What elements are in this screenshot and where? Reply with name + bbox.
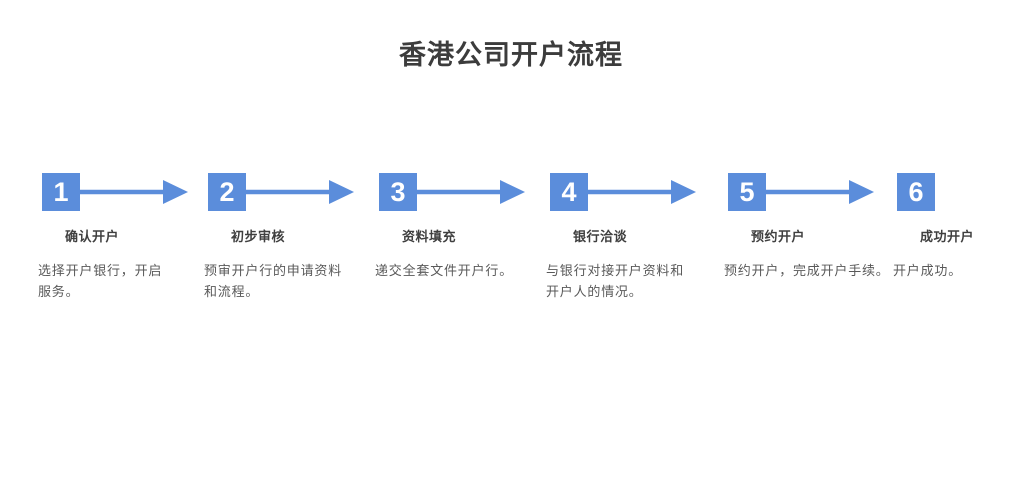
step-4-head: 4 — [546, 173, 716, 211]
step-6-description: 开户成功。 — [893, 263, 963, 278]
step-5-description: 预约开户，完成开户手续。 — [724, 263, 890, 278]
step-3: 3 资料填充 递交全套文件开户行。 — [375, 173, 545, 281]
arrow-right-icon — [417, 180, 525, 204]
step-6-title: 成功开户 — [919, 229, 974, 244]
step-5: 5 预约开户 预约开户，完成开户手续。 — [724, 173, 894, 281]
arrow-right-icon — [588, 180, 696, 204]
step-3-title: 资料填充 — [401, 229, 456, 244]
step-2-head: 2 — [204, 173, 374, 211]
arrow-right-icon — [766, 180, 874, 204]
arrow-right-icon — [246, 180, 354, 204]
step-4: 4 银行洽谈 与银行对接开户资料和 开户人的情况。 — [546, 173, 716, 302]
step-6: 6 成功开户 开户成功。 — [893, 173, 1022, 281]
step-2-description: 预审开户行的申请资料 和流程。 — [204, 263, 343, 299]
step-3-description: 递交全套文件开户行。 — [375, 263, 514, 278]
page-title: 香港公司开户流程 — [399, 40, 623, 70]
step-1-description: 选择开户银行，开启 服务。 — [38, 263, 163, 299]
step-5-number-box: 5 — [728, 173, 766, 211]
step-1-head: 1 — [38, 173, 208, 211]
step-2: 2 初步审核 预审开户行的申请资料 和流程。 — [204, 173, 374, 302]
arrow-right-icon — [80, 180, 188, 204]
step-4-number-box: 4 — [550, 173, 588, 211]
step-5-head: 5 — [724, 173, 894, 211]
step-2-number-box: 2 — [208, 173, 246, 211]
step-1-number-box: 1 — [42, 173, 80, 211]
step-6-head: 6 — [893, 173, 1022, 211]
step-1-title: 确认开户 — [64, 229, 119, 244]
step-3-head: 3 — [375, 173, 545, 211]
step-4-title: 银行洽谈 — [572, 229, 627, 244]
step-5-title: 预约开户 — [750, 229, 805, 244]
step-4-description: 与银行对接开户资料和 开户人的情况。 — [546, 263, 685, 299]
step-2-title: 初步审核 — [230, 229, 285, 244]
step-1: 1 确认开户 选择开户银行，开启 服务。 — [38, 173, 208, 302]
step-6-number-box: 6 — [897, 173, 935, 211]
step-3-number-box: 3 — [379, 173, 417, 211]
process-flow-diagram: 1 确认开户 选择开户银行，开启 服务。 2 初步审核 预审开户行的申请资料 和… — [0, 173, 1022, 353]
